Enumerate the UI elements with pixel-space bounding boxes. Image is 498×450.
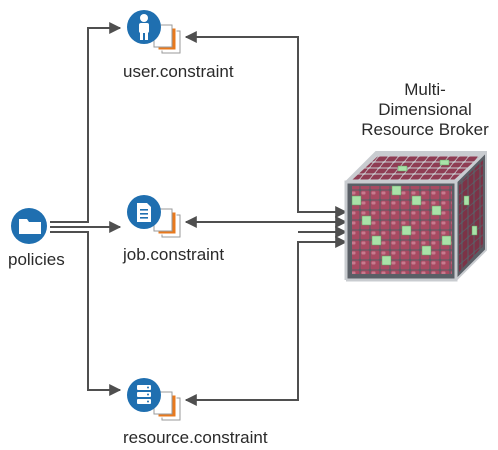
resource-constraint-node xyxy=(127,378,181,421)
server-icon xyxy=(137,385,151,404)
broker-title: Multi- Dimensional Resource Broker xyxy=(355,80,495,140)
job-constraint-label: job.constraint xyxy=(123,245,225,264)
broker-title-line-2: Dimensional xyxy=(378,100,472,119)
user-constraint-label: user.constraint xyxy=(123,62,234,81)
connector-broker-user xyxy=(184,31,348,218)
broker-connectors xyxy=(184,31,348,406)
broker-title-line-3: Resource Broker xyxy=(361,120,489,139)
job-constraint-node xyxy=(127,195,181,238)
broker-title-line-1: Multi- xyxy=(404,80,446,99)
resource-constraint-label: resource.constraint xyxy=(123,428,268,447)
connector-policies-to-resource xyxy=(50,231,122,396)
user-icon xyxy=(139,14,149,40)
resource-broker-cube xyxy=(344,151,487,282)
policy-connectors xyxy=(50,22,122,396)
policies-node xyxy=(11,208,47,244)
connector-broker-resource xyxy=(184,236,348,406)
document-icon xyxy=(137,203,151,222)
policies-label: policies xyxy=(8,250,65,269)
folder-icon xyxy=(19,219,41,234)
connector-policies-to-user xyxy=(50,22,122,223)
user-constraint-node xyxy=(127,10,181,54)
